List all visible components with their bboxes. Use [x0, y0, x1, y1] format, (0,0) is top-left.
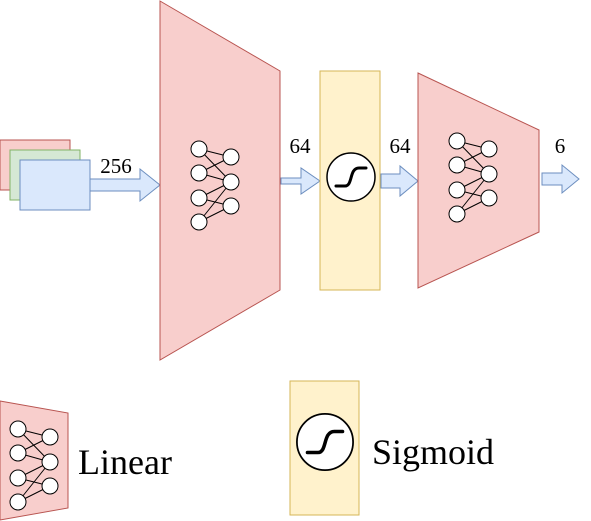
input-size-label: 256 [100, 154, 132, 178]
input-stack [0, 139, 91, 211]
arrow-linear2-to-output [541, 163, 580, 195]
legend-linear: Linear [0, 400, 172, 521]
hidden-size-label-2: 64 [390, 134, 412, 158]
arrow-input-to-linear1 [89, 167, 161, 203]
linear-layer-2 [417, 72, 540, 289]
hidden-size-label-1: 64 [290, 134, 312, 158]
linear-layer-1 [159, 0, 281, 361]
sigmoid-curve-icon [295, 412, 355, 472]
output-size-label: 6 [555, 134, 566, 158]
arrow-linear1-to-sigmoid [280, 167, 321, 195]
input-map-front [19, 159, 91, 211]
sigmoid-layer [319, 70, 381, 291]
legend-sigmoid: Sigmoid [289, 380, 494, 516]
legend-sigmoid-label: Sigmoid [372, 432, 494, 472]
arrow-sigmoid-to-linear2 [380, 164, 419, 198]
legend-linear-label: Linear [78, 442, 172, 482]
sigmoid-curve-icon [325, 151, 377, 203]
